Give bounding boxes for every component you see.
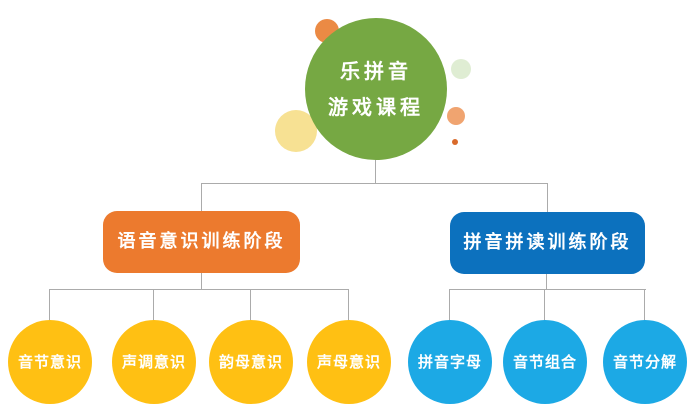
leaf-label: 声母意识 bbox=[316, 352, 381, 371]
connector-drop-right-branch bbox=[547, 183, 548, 213]
leaf-syllable-combination: 音节组合 bbox=[503, 320, 587, 404]
leaf-pinyin-letters: 拼音字母 bbox=[408, 320, 492, 404]
connector-leaf-drop bbox=[348, 289, 349, 321]
connector-top-horizontal bbox=[202, 183, 548, 184]
branch-label: 拼音拼读训练阶段 bbox=[463, 232, 632, 253]
connector-drop-left-branch bbox=[201, 183, 202, 211]
decor-orange-dot-tiny bbox=[452, 139, 458, 145]
connector-root-stub bbox=[375, 160, 376, 183]
leaf-syllable-awareness: 音节意识 bbox=[8, 320, 92, 404]
connector-right-branch-stub bbox=[546, 273, 547, 289]
connector-left-branch-stub bbox=[201, 273, 202, 289]
branch-phonological-awareness-stage: 语音意识训练阶段 bbox=[103, 211, 300, 273]
connector-left-horizontal bbox=[50, 289, 349, 290]
decor-orange-dot-light bbox=[447, 107, 465, 125]
root-title-line1: 乐拼音 bbox=[340, 59, 412, 83]
leaf-label: 拼音字母 bbox=[417, 352, 482, 371]
connector-leaf-drop bbox=[449, 289, 450, 321]
root-title-line2: 游戏课程 bbox=[328, 95, 424, 119]
connector-leaf-drop bbox=[250, 289, 251, 321]
leaf-label: 声调意识 bbox=[121, 352, 186, 371]
branch-pinyin-spelling-stage: 拼音拼读训练阶段 bbox=[450, 212, 645, 274]
connector-leaf-drop bbox=[153, 289, 154, 321]
leaf-label: 音节分解 bbox=[612, 352, 677, 371]
leaf-label: 音节意识 bbox=[17, 352, 82, 371]
leaf-syllable-decomposition: 音节分解 bbox=[603, 320, 687, 404]
leaf-final-awareness: 韵母意识 bbox=[209, 320, 293, 404]
branch-label: 语音意识训练阶段 bbox=[117, 231, 286, 252]
leaf-label: 韵母意识 bbox=[218, 352, 283, 371]
connector-leaf-drop bbox=[644, 289, 645, 321]
connector-leaf-drop bbox=[49, 289, 50, 321]
root-node-course-title: 乐拼音 游戏课程 bbox=[305, 18, 447, 160]
decor-green-dot-light bbox=[451, 59, 471, 79]
leaf-initial-awareness: 声母意识 bbox=[307, 320, 391, 404]
leaf-tone-awareness: 声调意识 bbox=[112, 320, 196, 404]
connector-leaf-drop bbox=[544, 289, 545, 321]
connector-right-horizontal bbox=[450, 289, 646, 290]
leaf-label: 音节组合 bbox=[512, 352, 577, 371]
